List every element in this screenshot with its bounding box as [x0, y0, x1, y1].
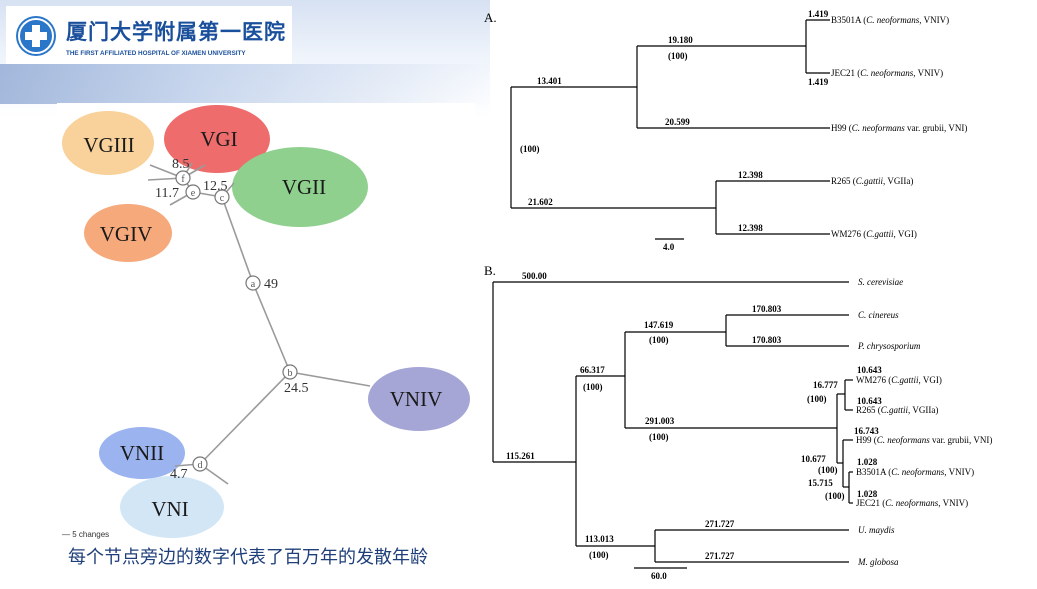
- tree-b-branch-label: (100): [818, 465, 838, 475]
- tree-b-taxon: P. chrysosporium: [857, 341, 921, 351]
- tree-a-label: A.: [484, 10, 497, 25]
- tree-b-branch-label: (100): [589, 550, 609, 560]
- branch-value-a: 49: [264, 277, 278, 292]
- cluster-label-vgii: VGII: [282, 175, 326, 199]
- cluster-vgiv-bubble: [84, 204, 172, 262]
- tree-b-branch-label: (100): [649, 335, 669, 345]
- tree-a-branch-label: 12.398: [738, 170, 763, 180]
- node-label-e: e: [191, 188, 196, 199]
- tree-b-taxon: B3501A (C. neoformans, VNIV): [856, 467, 974, 477]
- hospital-name-cn: 厦门大学附属第一医院: [66, 19, 286, 44]
- node-d: [192, 456, 208, 472]
- tree-b-branch-label: 16.743: [854, 426, 879, 436]
- branch-value-f: 8.5: [172, 157, 190, 172]
- node-c: [214, 189, 230, 205]
- hospital-name-en: THE FIRST AFFILIATED HOSPITAL OF XIAMEN …: [66, 50, 246, 57]
- tree-a-branch-label: 20.599: [665, 117, 690, 127]
- tree-b-branch-label: 170.803: [752, 304, 782, 314]
- phylogenetic-trees: A. 1.419 19.180 (100) 1.419 13.401 20.59…: [484, 9, 992, 581]
- tree-b-branch-label: 1.028: [857, 457, 878, 467]
- cluster-label-vgiv: VGIV: [100, 222, 153, 246]
- tree-b-branch-label: 16.777: [813, 380, 838, 390]
- tree-b-branch-label: 15.715: [808, 478, 833, 488]
- cluster-vgiii-bubble: [62, 111, 154, 175]
- node-label-f: f: [181, 174, 185, 185]
- tree-b-taxon: R265 (C.gattii, VGIIa): [856, 405, 938, 415]
- tree-a-branch-label: (100): [520, 144, 540, 154]
- tree-b-taxon: U. maydis: [858, 525, 895, 535]
- hospital-logo: 厦门大学附属第一医院 THE FIRST AFFILIATED HOSPITAL…: [6, 6, 292, 64]
- tree-a-branch-label: 21.602: [528, 197, 553, 207]
- cluster-vni-bubble: [120, 476, 224, 538]
- tree-b-branch-label: (100): [583, 382, 603, 392]
- branch-value-e: 11.7: [155, 186, 179, 201]
- cluster-vnii-bubble: [99, 427, 185, 479]
- tree-b-branch-label: 66.317: [580, 365, 605, 375]
- node-label-a: a: [251, 279, 256, 290]
- cluster-vniv-bubble: [368, 367, 470, 431]
- cluster-label-vnii: VNII: [120, 441, 164, 465]
- hospital-emblem-icon: [16, 16, 56, 56]
- tree-b-branch-label: 1.028: [857, 489, 878, 499]
- tree-b-taxon: H99 (C. neoformans var. grubii, VNI): [856, 435, 992, 445]
- tree-b-branch-label: (100): [807, 394, 827, 404]
- tree-b-scale-label: 60.0: [651, 571, 667, 581]
- tree-a-scale-label: 4.0: [663, 242, 675, 252]
- tree-b-branch-label: 291.003: [645, 416, 675, 426]
- cluster-vgii-bubble: [232, 147, 368, 227]
- tree-a-branch-label: 1.419: [808, 77, 829, 87]
- tree-b-branch-label: 10.677: [801, 454, 826, 464]
- header-stripe: [0, 64, 490, 104]
- node-a: [245, 275, 261, 291]
- tree-a-taxon: JEC21 (C. neoformans, VNIV): [831, 68, 943, 78]
- tree-b-label: B.: [484, 263, 496, 278]
- tree-a-branch-label: (100): [668, 51, 688, 61]
- tree-b-taxon: M. globosa: [857, 557, 899, 567]
- tree-a-branch-label: 1.419: [808, 9, 829, 19]
- cluster-label-vgi: VGI: [200, 127, 237, 151]
- cluster-label-vniv: VNIV: [390, 387, 443, 411]
- branch-value-b: 24.5: [284, 381, 309, 396]
- branch-value-c: 12.5: [203, 179, 228, 194]
- tree-a-taxon: R265 (C.gattii, VGIIa): [831, 176, 913, 186]
- tree-b-branch-label: 271.727: [705, 551, 735, 561]
- scale-bar-label: — 5 changes: [62, 530, 109, 539]
- branch-value-d: 4.7: [170, 467, 188, 482]
- tree-a-branch-label: 12.398: [738, 223, 763, 233]
- tree-b-branch-label: 10.643: [857, 396, 882, 406]
- node-label-c: c: [220, 193, 225, 204]
- tree-b-taxon: WM276 (C.gattii, VGI): [856, 375, 942, 385]
- tree-a-branch-label: 19.180: [668, 35, 693, 45]
- tree-b-branch-label: 271.727: [705, 519, 735, 529]
- tree-a-branch-label: 13.401: [537, 76, 562, 86]
- tree-b-taxon: C. cinereus: [858, 310, 899, 320]
- tree-b-taxon: S. cerevisiae: [858, 277, 903, 287]
- node-f: [175, 170, 191, 186]
- tree-b-taxon: JEC21 (C. neoformans, VNIV): [856, 498, 968, 508]
- tree-b-branch-label: 147.619: [644, 320, 674, 330]
- tree-b-branch-label: (100): [649, 432, 669, 442]
- tree-b-branch-label: 10.643: [857, 365, 882, 375]
- node-label-b: b: [288, 368, 293, 379]
- node-label-d: d: [198, 460, 203, 471]
- cluster-vgi-bubble: [164, 105, 270, 173]
- tree-a-taxon: B3501A (C. neoformans, VNIV): [831, 15, 949, 25]
- node-e: [185, 184, 201, 200]
- node-b: [282, 364, 298, 380]
- tree-a-taxon: H99 (C. neoformans var. grubii, VNI): [831, 123, 967, 133]
- tree-b-branch-label: 500.00: [522, 271, 547, 281]
- cluster-label-vni: VNI: [151, 497, 188, 521]
- tree-b-branch-label: (100): [825, 491, 845, 501]
- tree-b-branch-label: 113.013: [585, 534, 614, 544]
- tree-a-taxon: WM276 (C.gattii, VGI): [831, 229, 917, 239]
- cluster-label-vgiii: VGIII: [83, 133, 134, 157]
- tree-b-branch-label: 170.803: [752, 335, 782, 345]
- caption-divergence-ages: 每个节点旁边的数字代表了百万年的发散年龄: [68, 547, 428, 568]
- tree-b-branch-label: 115.261: [506, 451, 535, 461]
- unrooted-tree: f e c a b d 8.5 11.7 12.5 49 24.5 4.7 VG…: [62, 105, 470, 539]
